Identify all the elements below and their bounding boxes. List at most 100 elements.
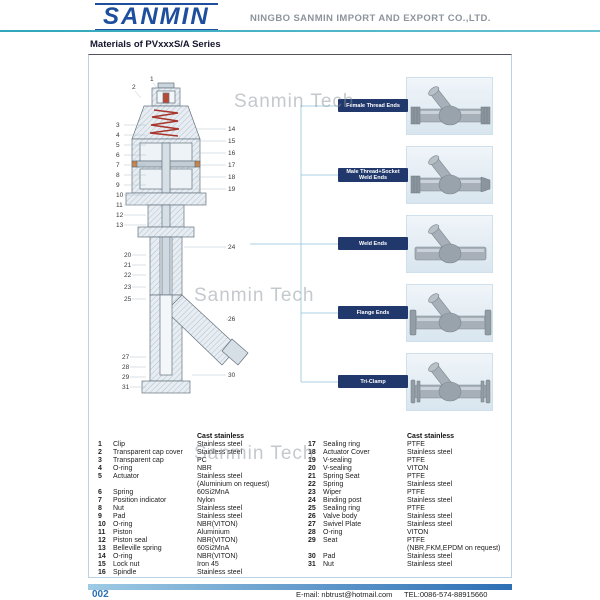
part-name: Belleville spring — [113, 545, 162, 552]
part-name: Sealing ring — [323, 505, 360, 512]
part-name: Valve body — [323, 513, 358, 520]
part-row-27: 27 Swivel Plate Stainless steel — [308, 521, 506, 529]
watermark: Sanmin Tech — [234, 91, 355, 112]
part-material: NBR(VITON) — [197, 553, 238, 560]
part-name: V-sealing — [323, 457, 352, 464]
watermark: Sanmin Tech — [194, 443, 315, 464]
part-name: Seat — [323, 537, 338, 544]
part-number: 31 — [308, 561, 316, 568]
part-number: 9 — [98, 513, 102, 520]
part-material: Stainless steel — [197, 505, 243, 512]
part-row-21: 21 Spring Seat PTFE — [308, 473, 506, 481]
end-type-label-clamp: Tri-Clamp — [338, 375, 408, 388]
part-row-15: 15 Lock nut Iron 45 — [98, 561, 286, 569]
part-name: Actuator — [113, 473, 140, 480]
page-number: 002 — [92, 589, 109, 600]
part-material: 60Si2MnA — [197, 545, 230, 552]
callout-number-15: 15 — [228, 138, 236, 145]
part-number: 2 — [98, 449, 102, 456]
part-material: Aluminium — [197, 529, 230, 536]
part-number: 20 — [308, 465, 316, 472]
callout-number-8: 8 — [116, 172, 120, 179]
part-number: 6 — [98, 489, 102, 496]
part-number: 23 — [308, 489, 316, 496]
part-material: Stainless steel (Aluminium on request) — [197, 473, 270, 488]
callout-number-18: 18 — [228, 174, 236, 181]
part-number: 25 — [308, 505, 316, 512]
company-name: NINGBO SANMIN IMPORT AND EXPORT CO.,LTD. — [250, 13, 491, 24]
footer-telephone: TEL:0086-574-88915660 — [404, 590, 488, 599]
part-row-5: 5 Actuator Stainless steel (Aluminium on r… — [98, 473, 286, 489]
callout-number-11: 11 — [116, 202, 123, 209]
part-material: PTFE — [407, 505, 425, 512]
part-number: 15 — [98, 561, 106, 568]
part-material: Stainless steel — [407, 561, 453, 568]
callout-number-31: 31 — [122, 384, 130, 391]
part-number: 22 — [308, 481, 316, 488]
part-material: NBR(VITON) — [197, 537, 238, 544]
part-number: 3 — [98, 457, 102, 464]
part-row-17: 17 Sealing ring PTFE — [308, 441, 506, 449]
callout-number-27: 27 — [122, 354, 130, 361]
logo-text: SANMIN — [103, 3, 210, 30]
callout-number-20: 20 — [124, 252, 132, 259]
part-number: 17 — [308, 441, 316, 448]
part-number: 1 — [98, 441, 102, 448]
end-type-label-weld: Weld Ends — [338, 237, 408, 250]
callout-number-19: 19 — [228, 186, 236, 193]
part-number: 5 — [98, 473, 102, 480]
callout-number-9: 9 — [116, 182, 120, 189]
callout-number-24: 24 — [228, 244, 236, 251]
part-number: 12 — [98, 537, 106, 544]
part-material: PTFE — [407, 473, 425, 480]
end-type-image-flange — [406, 284, 493, 342]
header-divider — [0, 30, 600, 32]
callout-number-6: 6 — [116, 152, 120, 159]
valve-product-render — [414, 224, 487, 264]
part-number: 7 — [98, 497, 102, 504]
callout-number-14: 14 — [228, 126, 236, 133]
valve-drawing — [125, 82, 249, 394]
callout-number-29: 29 — [122, 374, 130, 381]
part-name: Pad — [323, 553, 336, 560]
end-type-image-female — [406, 77, 493, 135]
part-name: Sealing ring — [323, 441, 360, 448]
part-number: 21 — [308, 473, 316, 480]
part-material: VITON — [407, 465, 429, 472]
part-material: Iron 45 — [197, 561, 219, 568]
part-material: Stainless steel — [197, 441, 243, 448]
footer-bar — [88, 584, 512, 590]
part-name: Pad — [113, 513, 126, 520]
part-name: Spring Seat — [323, 473, 360, 480]
part-name: Actuator Cover — [323, 449, 370, 456]
end-type-image-weld — [406, 215, 493, 273]
part-material: Stainless steel — [407, 521, 453, 528]
part-material: PTFE — [407, 441, 425, 448]
end-type-label-male: Male Thread+Socket Weld Ends — [338, 168, 408, 182]
part-number: 27 — [308, 521, 316, 528]
part-number: 24 — [308, 497, 316, 504]
part-name: Swivel Plate — [323, 521, 362, 528]
valve-product-render — [410, 155, 491, 195]
page-title: Materials of PVxxxS/A Series — [90, 39, 221, 50]
part-material: PC — [197, 457, 207, 464]
part-material: PTFE — [407, 457, 425, 464]
part-number: 4 — [98, 465, 102, 472]
part-name: Binding post — [323, 497, 362, 504]
part-name: Lock nut — [113, 561, 140, 568]
